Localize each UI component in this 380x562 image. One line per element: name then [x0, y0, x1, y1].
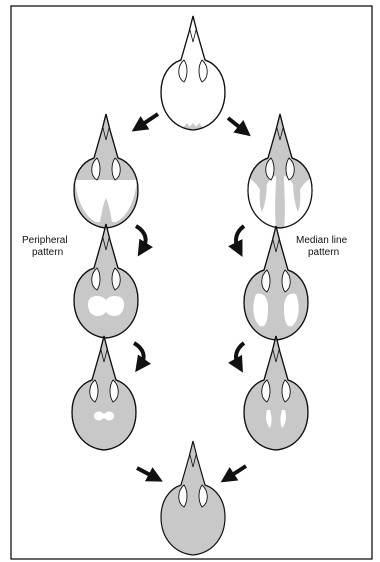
label-peripheral-line2: pattern: [32, 247, 63, 258]
arrow-start-to-peripheral: [140, 114, 158, 126]
arrow-peripheral-1-to-2: [136, 226, 146, 248]
arrows: [134, 114, 246, 477]
skull-stage-peripheral-1: [74, 114, 138, 228]
arrow-median-2-to-3: [236, 343, 244, 364]
skull-stage-end: [161, 441, 225, 555]
arrow-peripheral-to-end: [137, 468, 154, 477]
label-peripheral-line1: Peripheral: [22, 235, 68, 246]
skull-stage-peripheral-3: [72, 336, 136, 450]
arrow-median-1-to-2: [236, 226, 244, 248]
skull-stage-start: [161, 16, 225, 130]
arrow-median-to-end: [229, 466, 246, 477]
skull-stage-median-3: [244, 336, 308, 450]
arrow-peripheral-2-to-3: [134, 343, 144, 364]
skull-stage-median-1: [240, 114, 320, 228]
label-median-line2: pattern: [308, 247, 339, 258]
label-median-line1: Median line: [296, 235, 348, 246]
skull-stage-peripheral-2: [74, 224, 138, 338]
arrow-start-to-median: [228, 118, 243, 130]
